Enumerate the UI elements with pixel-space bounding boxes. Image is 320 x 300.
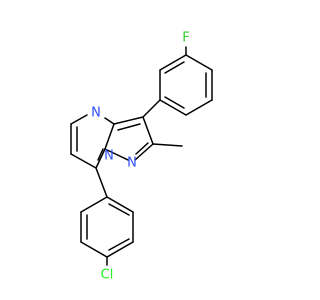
- bond: [142, 116, 154, 145]
- bond: [70, 153, 97, 169]
- structure-canvas: F N N N Cl: [70, 31, 213, 283]
- bond: [164, 61, 185, 74]
- nitrogen-atom-label: N: [127, 156, 137, 171]
- atom-labels: F N N N Cl: [91, 31, 190, 283]
- chlorine-atom-label: Cl: [101, 268, 114, 283]
- fluorine-atom-label: F: [182, 31, 189, 46]
- bond: [159, 54, 187, 71]
- bond: [95, 167, 108, 198]
- bond: [117, 123, 141, 131]
- bond: [104, 123, 115, 150]
- bond: [106, 196, 134, 213]
- bond: [134, 143, 154, 161]
- bond: [135, 142, 149, 155]
- bonds: [70, 46, 213, 266]
- bond: [185, 54, 213, 71]
- bond: [185, 99, 213, 116]
- bond: [70, 114, 88, 125]
- bond: [80, 241, 108, 258]
- bond: [104, 117, 115, 125]
- bond: [95, 148, 106, 169]
- bond: [152, 143, 183, 147]
- bond: [159, 99, 187, 116]
- bond: [142, 99, 161, 118]
- nitrogen-atom-label: N: [104, 149, 114, 164]
- nitrogen-atom-label: N: [91, 106, 101, 121]
- bond: [80, 196, 108, 213]
- molecule-diagram: F N N N Cl: [70, 31, 213, 283]
- bond: [104, 148, 129, 161]
- bond: [97, 148, 104, 161]
- bond: [106, 241, 134, 258]
- bond: [108, 203, 130, 216]
- bond: [164, 96, 185, 109]
- bond: [113, 116, 144, 125]
- bond: [108, 238, 130, 251]
